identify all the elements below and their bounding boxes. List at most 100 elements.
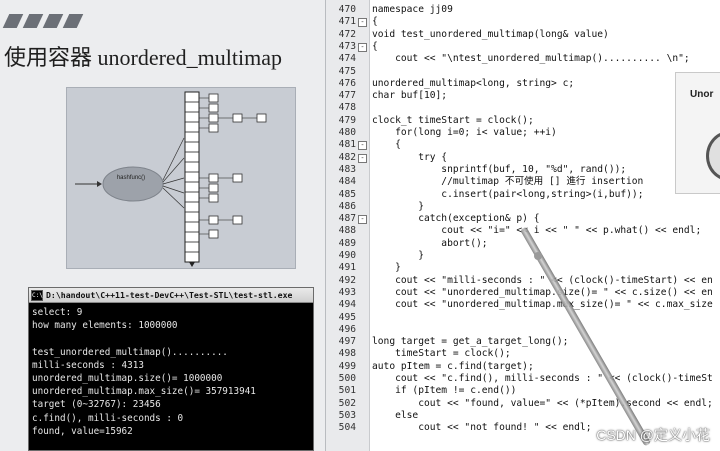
line-number: 481	[338, 139, 356, 151]
line-number: 492	[338, 274, 356, 286]
code-text: else	[372, 409, 419, 421]
pointer-tip	[534, 252, 542, 260]
line-number: 475	[338, 65, 356, 77]
hash-table-illustration	[75, 91, 267, 267]
console-line: unordered_multimap.size()= 1000000	[32, 372, 223, 384]
console-line: test_unordered_multimap()..........	[32, 346, 228, 358]
code-text: }	[372, 250, 424, 261]
line-number: 473	[338, 40, 356, 52]
code-line: 492 cout << "milli-seconds : " << (clock…	[326, 275, 720, 287]
popup-figure	[706, 131, 720, 181]
line-number: 488	[338, 225, 356, 237]
code-text: namespace jj09	[372, 4, 453, 15]
console-line: found, value=15962	[32, 425, 133, 437]
line-number: 489	[338, 237, 356, 249]
code-text: for(long i=0; i< value; ++i)	[372, 127, 557, 138]
code-text: cout << "unordered_multimap.max_size()= …	[372, 299, 713, 311]
line-number: 497	[338, 336, 356, 348]
line-number: 478	[338, 102, 356, 114]
line-number: 495	[338, 311, 356, 323]
code-line: 501 if (pItem != c.end())	[326, 385, 720, 397]
console-window: C:\ D:\handout\C++11-test-DevC++\Test-ST…	[28, 287, 314, 451]
line-number: 502	[338, 397, 356, 409]
line-number: 494	[338, 299, 356, 311]
code-line: 484 //multimap 不可使用 [] 進行 insertion	[326, 176, 720, 188]
code-line: 491 }	[326, 262, 720, 274]
watermark: CSDN @定义小花	[596, 427, 710, 443]
code-line: 470 namespace jj09	[326, 4, 720, 16]
line-number: 491	[338, 262, 356, 274]
code-line: 500 cout << "c.find(), milli-seconds : "…	[326, 373, 720, 385]
slide-decoration	[2, 14, 24, 28]
code-line: 497 long target = get_a_target_long();	[326, 336, 720, 348]
line-number: 496	[338, 323, 356, 335]
console-line: how many elements: 1000000	[32, 320, 178, 332]
code-line: 486 }	[326, 201, 720, 213]
line-number: 470	[338, 4, 356, 15]
console-window-title: D:\handout\C++11-test-DevC++\Test-STL\te…	[46, 290, 293, 300]
line-number: 504	[338, 422, 356, 434]
code-text: long target = get_a_target_long();	[372, 336, 569, 348]
code-line: 478	[326, 102, 720, 114]
line-number: 490	[338, 250, 356, 261]
line-number: 486	[338, 200, 356, 212]
line-number: 503	[338, 409, 356, 421]
console-line: milli-seconds : 4313	[32, 359, 144, 371]
code-text: timeStart = clock();	[372, 348, 511, 360]
code-line: 474 cout << "\ntest_unordered_multimap()…	[326, 53, 720, 65]
fold-toggle-icon[interactable]: -	[358, 18, 367, 28]
console-line: select: 9	[32, 307, 83, 318]
fold-toggle-icon[interactable]: -	[358, 141, 367, 151]
code-text: catch(exception& p) {	[372, 213, 540, 225]
console-line: unordered_multimap.max_size()= 357913941	[32, 386, 256, 398]
code-text: }	[372, 262, 401, 274]
line-number: 485	[338, 188, 356, 200]
code-text: {	[372, 16, 378, 28]
code-line: 493 cout << "unordered_multimap.size()= …	[326, 287, 720, 299]
code-text: cout << "c.find(), milli-seconds : " << …	[372, 373, 713, 384]
code-line: 502 cout << "found, value=" << (*pItem).…	[326, 398, 720, 410]
line-number: 498	[338, 348, 356, 360]
code-line: 498 timeStart = clock();	[326, 348, 720, 360]
code-text: clock_t timeStart = clock();	[372, 114, 534, 126]
line-number: 471	[338, 16, 356, 28]
fold-toggle-icon[interactable]: -	[358, 215, 367, 225]
code-line: 489 abort();	[326, 238, 720, 250]
line-number: 474	[338, 53, 356, 65]
code-line: 503 else	[326, 410, 720, 422]
code-line: 485 c.insert(pair<long,string>(i,buf));	[326, 189, 720, 201]
slide-decoration	[22, 14, 44, 28]
code-line: 494 cout << "unordered_multimap.max_size…	[326, 299, 720, 311]
code-text: cout << "milli-seconds : " << (clock()-t…	[372, 274, 713, 286]
line-number: 479	[338, 114, 356, 126]
code-text: //multimap 不可使用 [] 進行 insertion	[372, 176, 644, 188]
line-number: 487	[338, 213, 356, 225]
line-number: 493	[338, 286, 356, 298]
line-number: 472	[338, 28, 356, 40]
console-title-bar[interactable]: C:\ D:\handout\C++11-test-DevC++\Test-ST…	[29, 288, 313, 303]
code-line: 496	[326, 324, 720, 336]
code-line: 483 snprintf(buf, 10, "%d", rand());	[326, 164, 720, 176]
code-line: 475	[326, 66, 720, 78]
fold-toggle-icon[interactable]: -	[358, 42, 367, 52]
slide-panel: 使用容器 unordered_multimap	[0, 0, 325, 451]
fold-toggle-icon[interactable]: -	[358, 153, 367, 163]
code-line: 479 clock_t timeStart = clock();	[326, 115, 720, 127]
code-text: c.insert(pair<long,string>(i,buf));	[372, 188, 644, 200]
code-text: }	[372, 200, 424, 212]
code-line: 481- {	[326, 139, 720, 151]
code-line: 504 cout << "not found! " << endl;	[326, 422, 720, 434]
code-line: 482- try {	[326, 152, 720, 164]
console-line	[32, 332, 313, 345]
line-number: 482	[338, 151, 356, 163]
console-line: target (0~32767): 23456	[32, 399, 161, 411]
line-number: 480	[338, 127, 356, 138]
line-number: 501	[338, 385, 356, 397]
hash-table-diagram: hashfunc()	[66, 87, 296, 269]
code-text: snprintf(buf, 10, "%d", rand());	[372, 163, 627, 175]
console-line: c.find(), milli-seconds : 0	[32, 412, 184, 424]
